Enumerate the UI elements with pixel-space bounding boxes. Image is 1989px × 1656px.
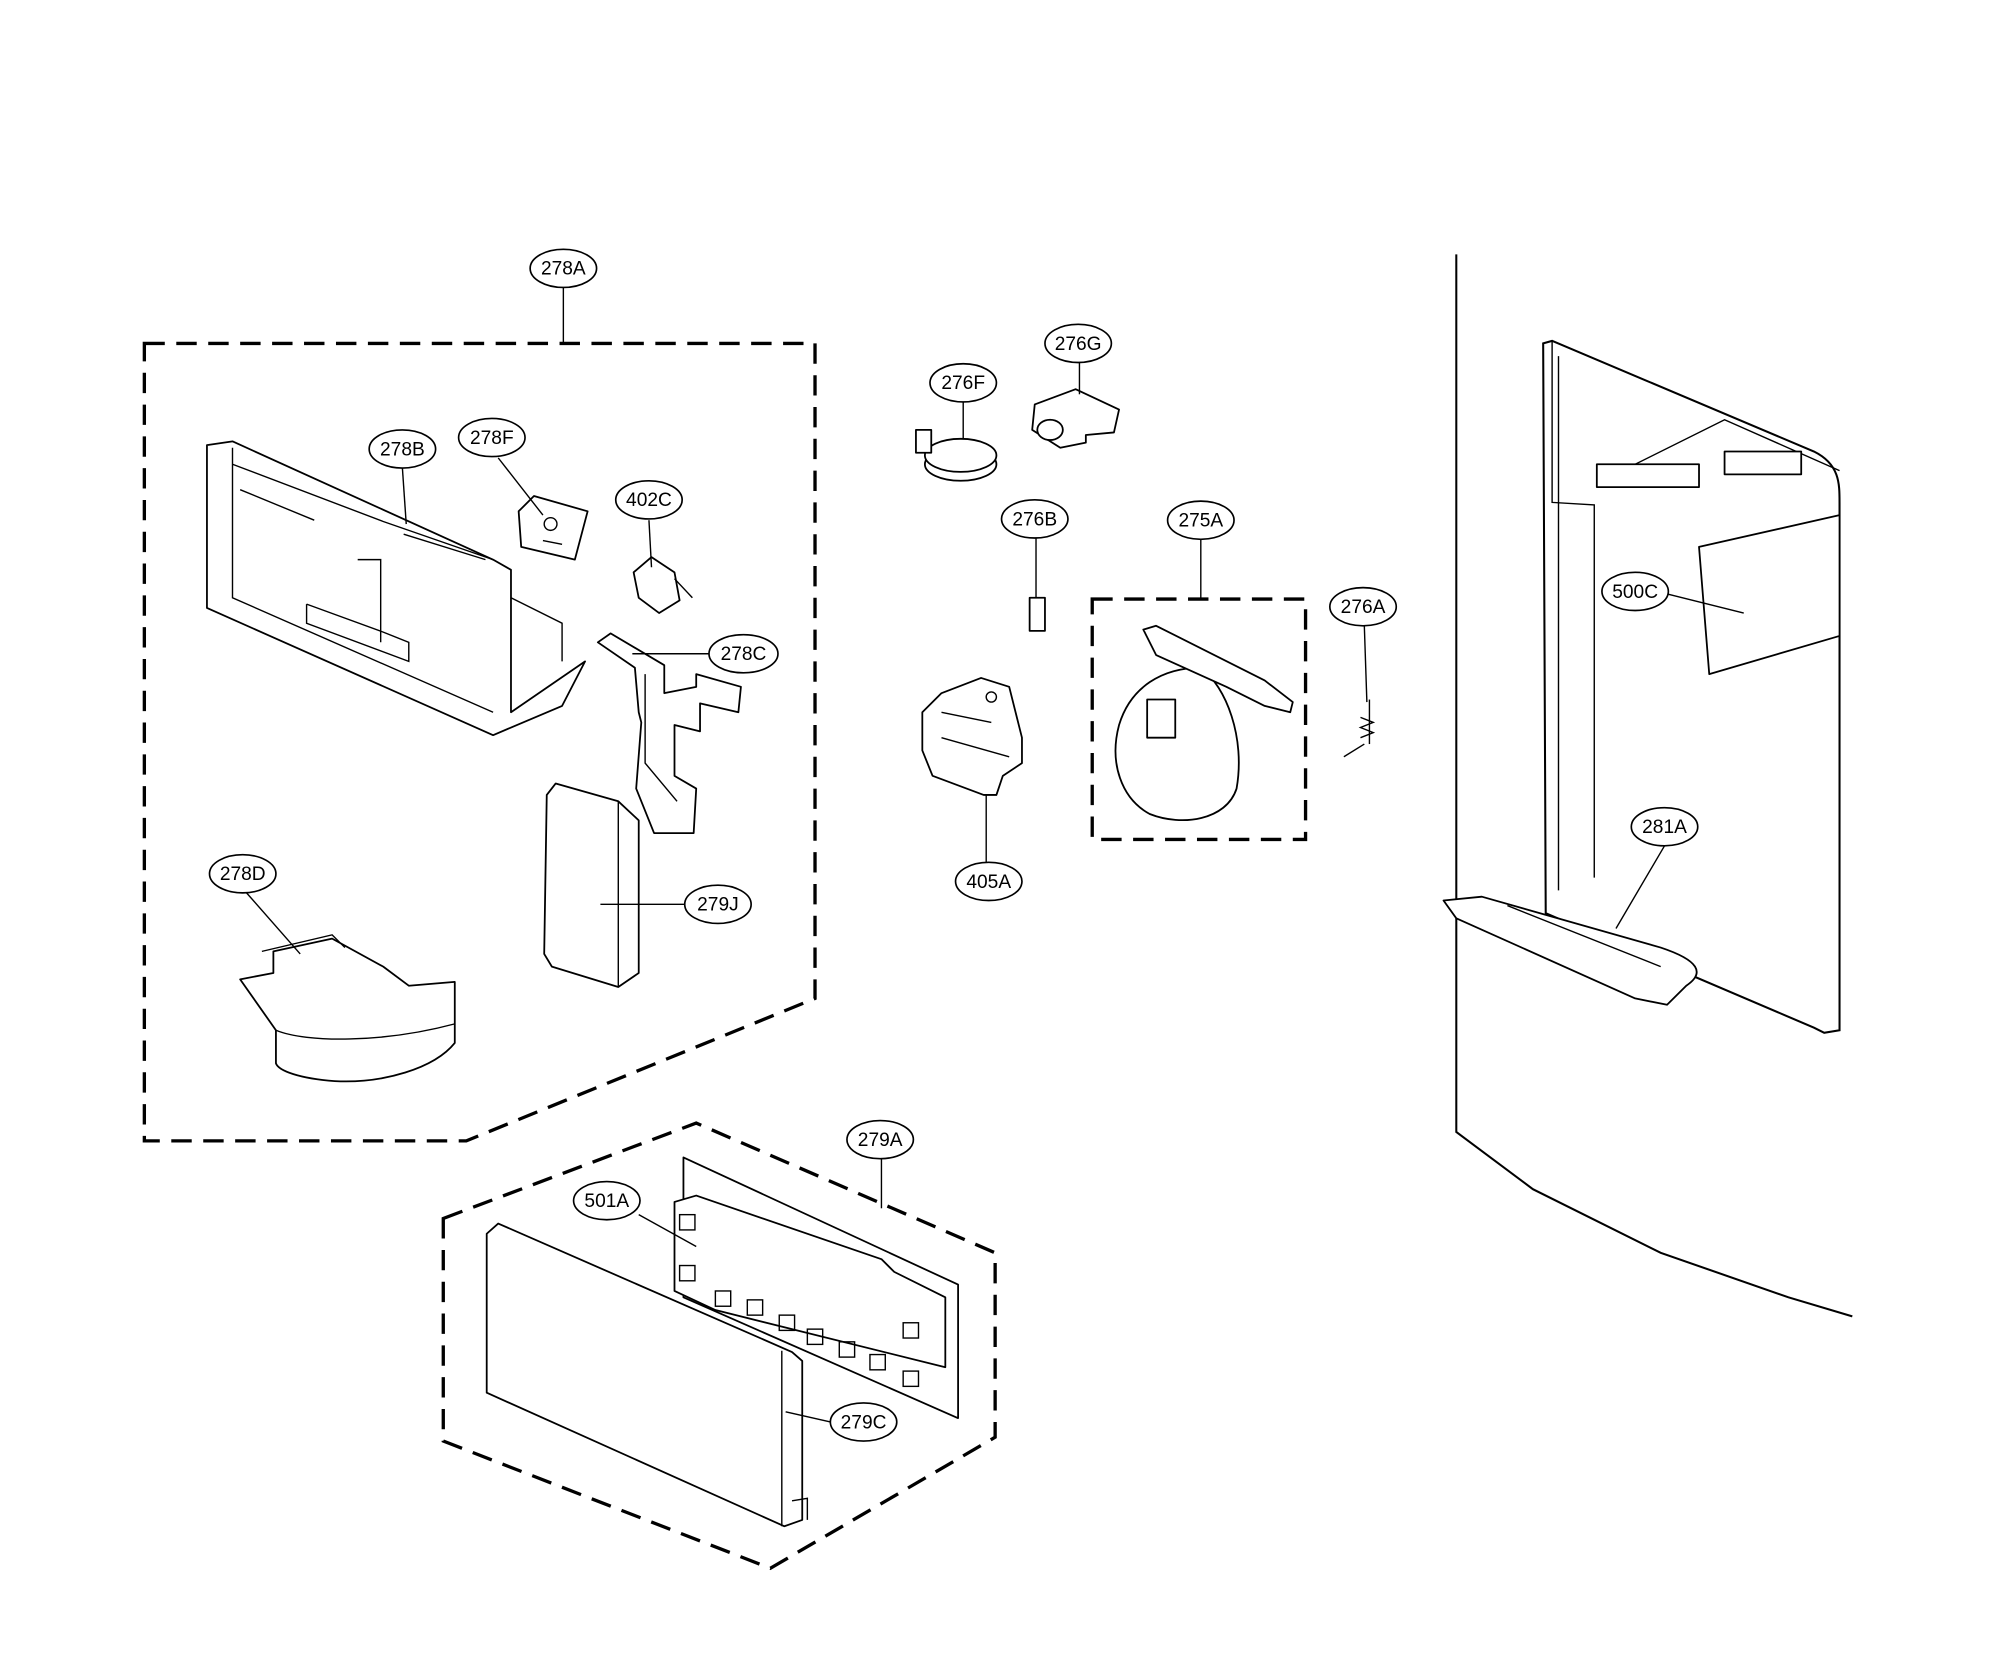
callout-278C: 278C xyxy=(708,633,779,674)
callout-276B: 276B xyxy=(1000,499,1069,539)
label-276G: 276G xyxy=(1055,334,1102,355)
part-276B-clip xyxy=(1028,596,1046,632)
label-500C: 500C xyxy=(1612,582,1658,603)
group-box-275A xyxy=(1090,597,1308,842)
label-278F: 278F xyxy=(470,428,514,449)
label-278D: 278D xyxy=(220,864,266,885)
callout-276G: 276G xyxy=(1044,323,1113,364)
callout-278D: 278D xyxy=(208,853,277,894)
callout-278A: 278A xyxy=(529,248,598,289)
part-402C-switch xyxy=(632,556,693,614)
part-279J-cover xyxy=(543,782,640,988)
part-275A-flap xyxy=(1114,624,1294,821)
callout-276F: 276F xyxy=(929,362,998,403)
group-box-279A xyxy=(441,1121,997,1571)
part-276F-gear xyxy=(915,429,998,482)
callout-278B: 278B xyxy=(368,429,437,469)
callout-402C: 402C xyxy=(614,479,683,520)
label-278A: 278A xyxy=(541,259,586,280)
group-box-278A xyxy=(142,341,817,1143)
label-281A: 281A xyxy=(1642,817,1687,838)
part-279C-panel xyxy=(485,1222,809,1528)
callout-275A: 275A xyxy=(1166,500,1235,541)
callout-279A: 279A xyxy=(846,1119,915,1160)
door-dispenser-cavity xyxy=(1442,254,1853,1318)
leader-lines xyxy=(246,287,1744,1423)
part-501A-pcb xyxy=(673,1156,959,1420)
callout-279J: 279J xyxy=(683,884,752,925)
label-405A: 405A xyxy=(966,872,1011,893)
part-278B-housing xyxy=(206,440,586,737)
callout-501A: 501A xyxy=(572,1180,641,1221)
label-278B: 278B xyxy=(380,439,425,460)
part-276A-spring xyxy=(1343,699,1376,758)
label-276A: 276A xyxy=(1341,597,1386,618)
label-279C: 279C xyxy=(841,1412,887,1433)
callout-281A: 281A xyxy=(1630,806,1699,847)
label-279A: 279A xyxy=(858,1130,903,1151)
part-278F-plate xyxy=(517,495,589,561)
callout-276A: 276A xyxy=(1329,586,1398,627)
label-276F: 276F xyxy=(941,373,985,394)
callout-278F: 278F xyxy=(457,417,526,458)
label-276B: 276B xyxy=(1012,509,1057,530)
callout-500C: 500C xyxy=(1601,571,1670,612)
label-501A: 501A xyxy=(584,1191,629,1212)
label-275A: 275A xyxy=(1178,511,1223,532)
label-402C: 402C xyxy=(626,490,672,511)
part-405A-motor xyxy=(921,677,1023,796)
part-276G-bracket xyxy=(1031,388,1120,449)
label-278C: 278C xyxy=(721,644,767,665)
part-278D-funnel xyxy=(239,934,456,1083)
label-279J: 279J xyxy=(697,895,739,916)
part-278C-lever xyxy=(596,632,742,834)
callout-279C: 279C xyxy=(829,1402,898,1442)
callout-405A: 405A xyxy=(954,861,1023,902)
